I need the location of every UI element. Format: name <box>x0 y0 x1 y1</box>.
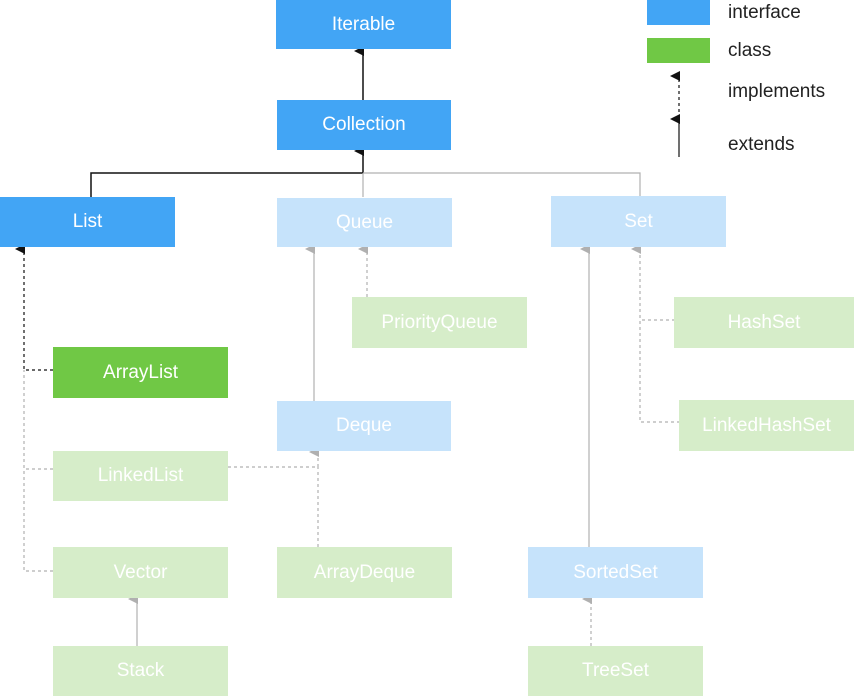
legend-extends-label: extends <box>728 134 795 155</box>
node-vector: Vector <box>53 547 228 598</box>
node-hash-set: HashSet <box>674 297 854 348</box>
node-array-list: ArrayList <box>53 347 228 398</box>
node-priority-queue: PriorityQueue <box>352 297 527 348</box>
legend-class-label: class <box>728 40 772 61</box>
node-tree-set: TreeSet <box>528 646 703 696</box>
edge-vector-list <box>23 469 53 572</box>
edge-linkedhashset-set <box>631 244 680 423</box>
node-stack: Stack <box>53 646 228 696</box>
node-sorted-set: SortedSet <box>528 547 703 598</box>
node-set: Set <box>551 196 726 247</box>
node-iterable: Iterable <box>276 0 451 49</box>
legend-implements-label: implements <box>728 81 826 102</box>
node-collection: Collection <box>277 100 451 150</box>
legend-interface-swatch <box>647 0 710 25</box>
edge-linkedlist-list <box>23 370 53 470</box>
node-linked-list: LinkedList <box>53 451 228 501</box>
node-linked-hash-set: LinkedHashSet <box>679 400 854 451</box>
node-queue: Queue <box>277 198 452 247</box>
legend-class-swatch <box>647 38 710 63</box>
edge-linkedlist-deque <box>228 447 319 468</box>
edge-arraylist-list <box>15 244 53 371</box>
legend-interface-label: interface <box>728 2 801 23</box>
edge-set-collection <box>363 172 641 197</box>
node-array-deque: ArrayDeque <box>277 547 452 598</box>
edge-list-collection <box>90 172 363 197</box>
node-list: List <box>0 197 175 247</box>
node-deque: Deque <box>277 401 451 451</box>
